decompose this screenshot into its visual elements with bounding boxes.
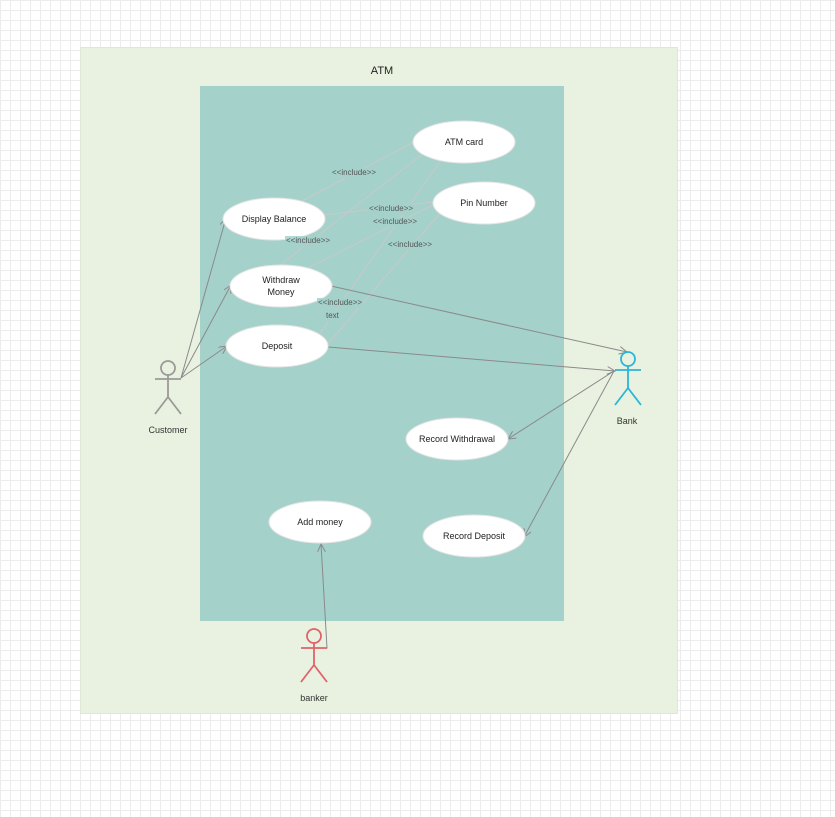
usecase-display-balance[interactable] <box>222 197 326 241</box>
usecase-deposit[interactable] <box>225 324 329 368</box>
include-edge-withdraw-atmcard <box>278 151 426 267</box>
assoc-withdraw-bank <box>330 285 627 352</box>
usecase-record-deposit[interactable] <box>422 514 526 558</box>
include-label: <<include>> <box>368 204 415 214</box>
usecase-add-money[interactable] <box>268 500 372 544</box>
assoc-bank-recorddeposit <box>524 370 615 537</box>
include-edge-deposit-pin <box>325 211 442 347</box>
assoc-customer-display <box>180 218 226 379</box>
actor-bank-figure[interactable] <box>614 351 642 406</box>
assoc-customer-deposit <box>180 346 227 379</box>
actor-banker-label: banker <box>300 693 328 703</box>
usecase-record-withdrawal[interactable] <box>405 417 509 461</box>
usecase-withdraw-money[interactable] <box>229 264 333 308</box>
actor-banker-figure[interactable] <box>300 628 328 683</box>
actor-customer-figure[interactable] <box>154 360 182 415</box>
include-label: <<include>> <box>331 168 378 178</box>
assoc-customer-withdraw <box>180 285 231 379</box>
actor-customer-label: Customer <box>148 425 188 435</box>
include-label: <<include>> <box>317 298 364 308</box>
usecase-atm-card[interactable] <box>412 120 516 164</box>
include-label: <<include>> <box>285 236 332 246</box>
include-edge-withdraw-pin <box>307 204 434 269</box>
actor-bank-label: Bank <box>616 416 638 426</box>
edge-text-label: text <box>325 311 340 321</box>
system-title: ATM <box>370 65 394 77</box>
include-label: <<include>> <box>372 217 419 227</box>
assoc-bank-recordwithdrawal <box>508 370 615 439</box>
assoc-deposit-bank <box>327 346 615 371</box>
include-label: <<include>> <box>387 240 434 250</box>
usecase-pin-number[interactable] <box>432 181 536 225</box>
